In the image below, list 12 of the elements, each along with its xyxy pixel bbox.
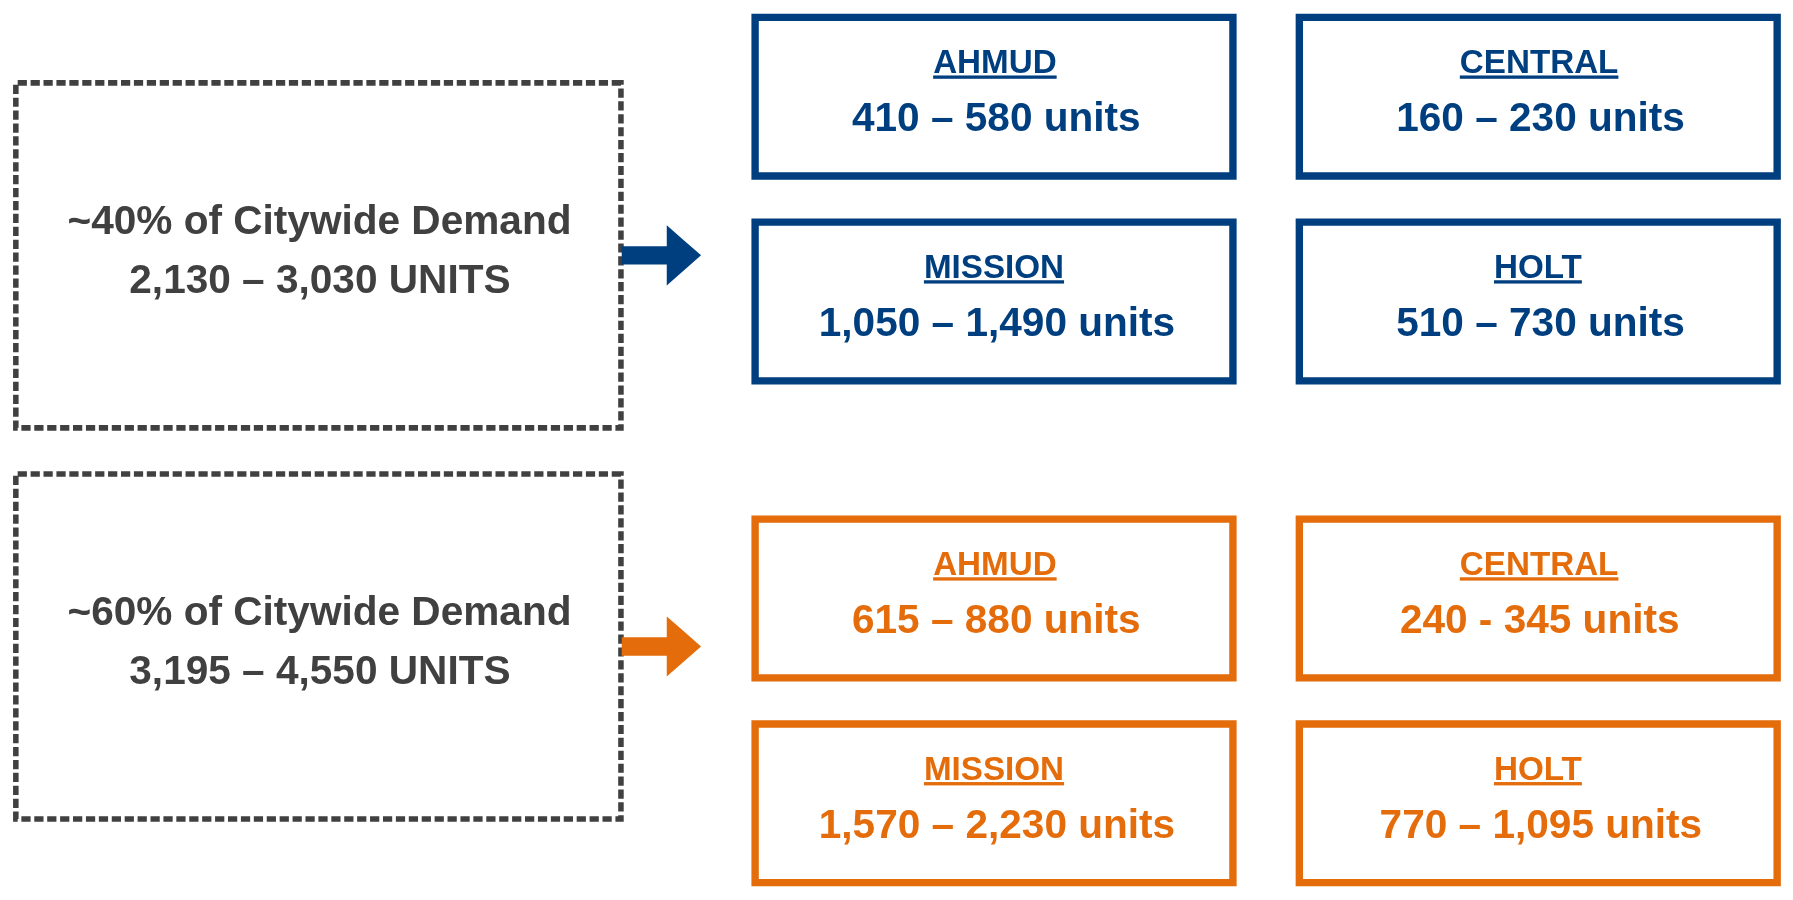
node-box: ~60% of Citywide Demand 3,195 – 4,550 UNITS	[13, 471, 624, 822]
node-box: MISSION 1,570 – 2,230 units	[751, 720, 1237, 887]
arrow	[621, 616, 702, 677]
arrow	[621, 225, 702, 286]
node-box: ~40% of Citywide Demand 2,130 – 3,030 UNITS	[13, 80, 624, 431]
node-box: CENTRAL 160 – 230 units	[1295, 13, 1781, 180]
node-box: HOLT 510 – 730 units	[1295, 218, 1781, 385]
node-box: HOLT 770 – 1,095 units	[1295, 720, 1781, 887]
node-box: AHMUD 410 – 580 units	[751, 13, 1237, 180]
node-box: CENTRAL 240 - 345 units	[1295, 515, 1781, 682]
node-box: AHMUD 615 – 880 units	[751, 515, 1237, 682]
node-box: MISSION 1,050 – 1,490 units	[751, 218, 1237, 385]
